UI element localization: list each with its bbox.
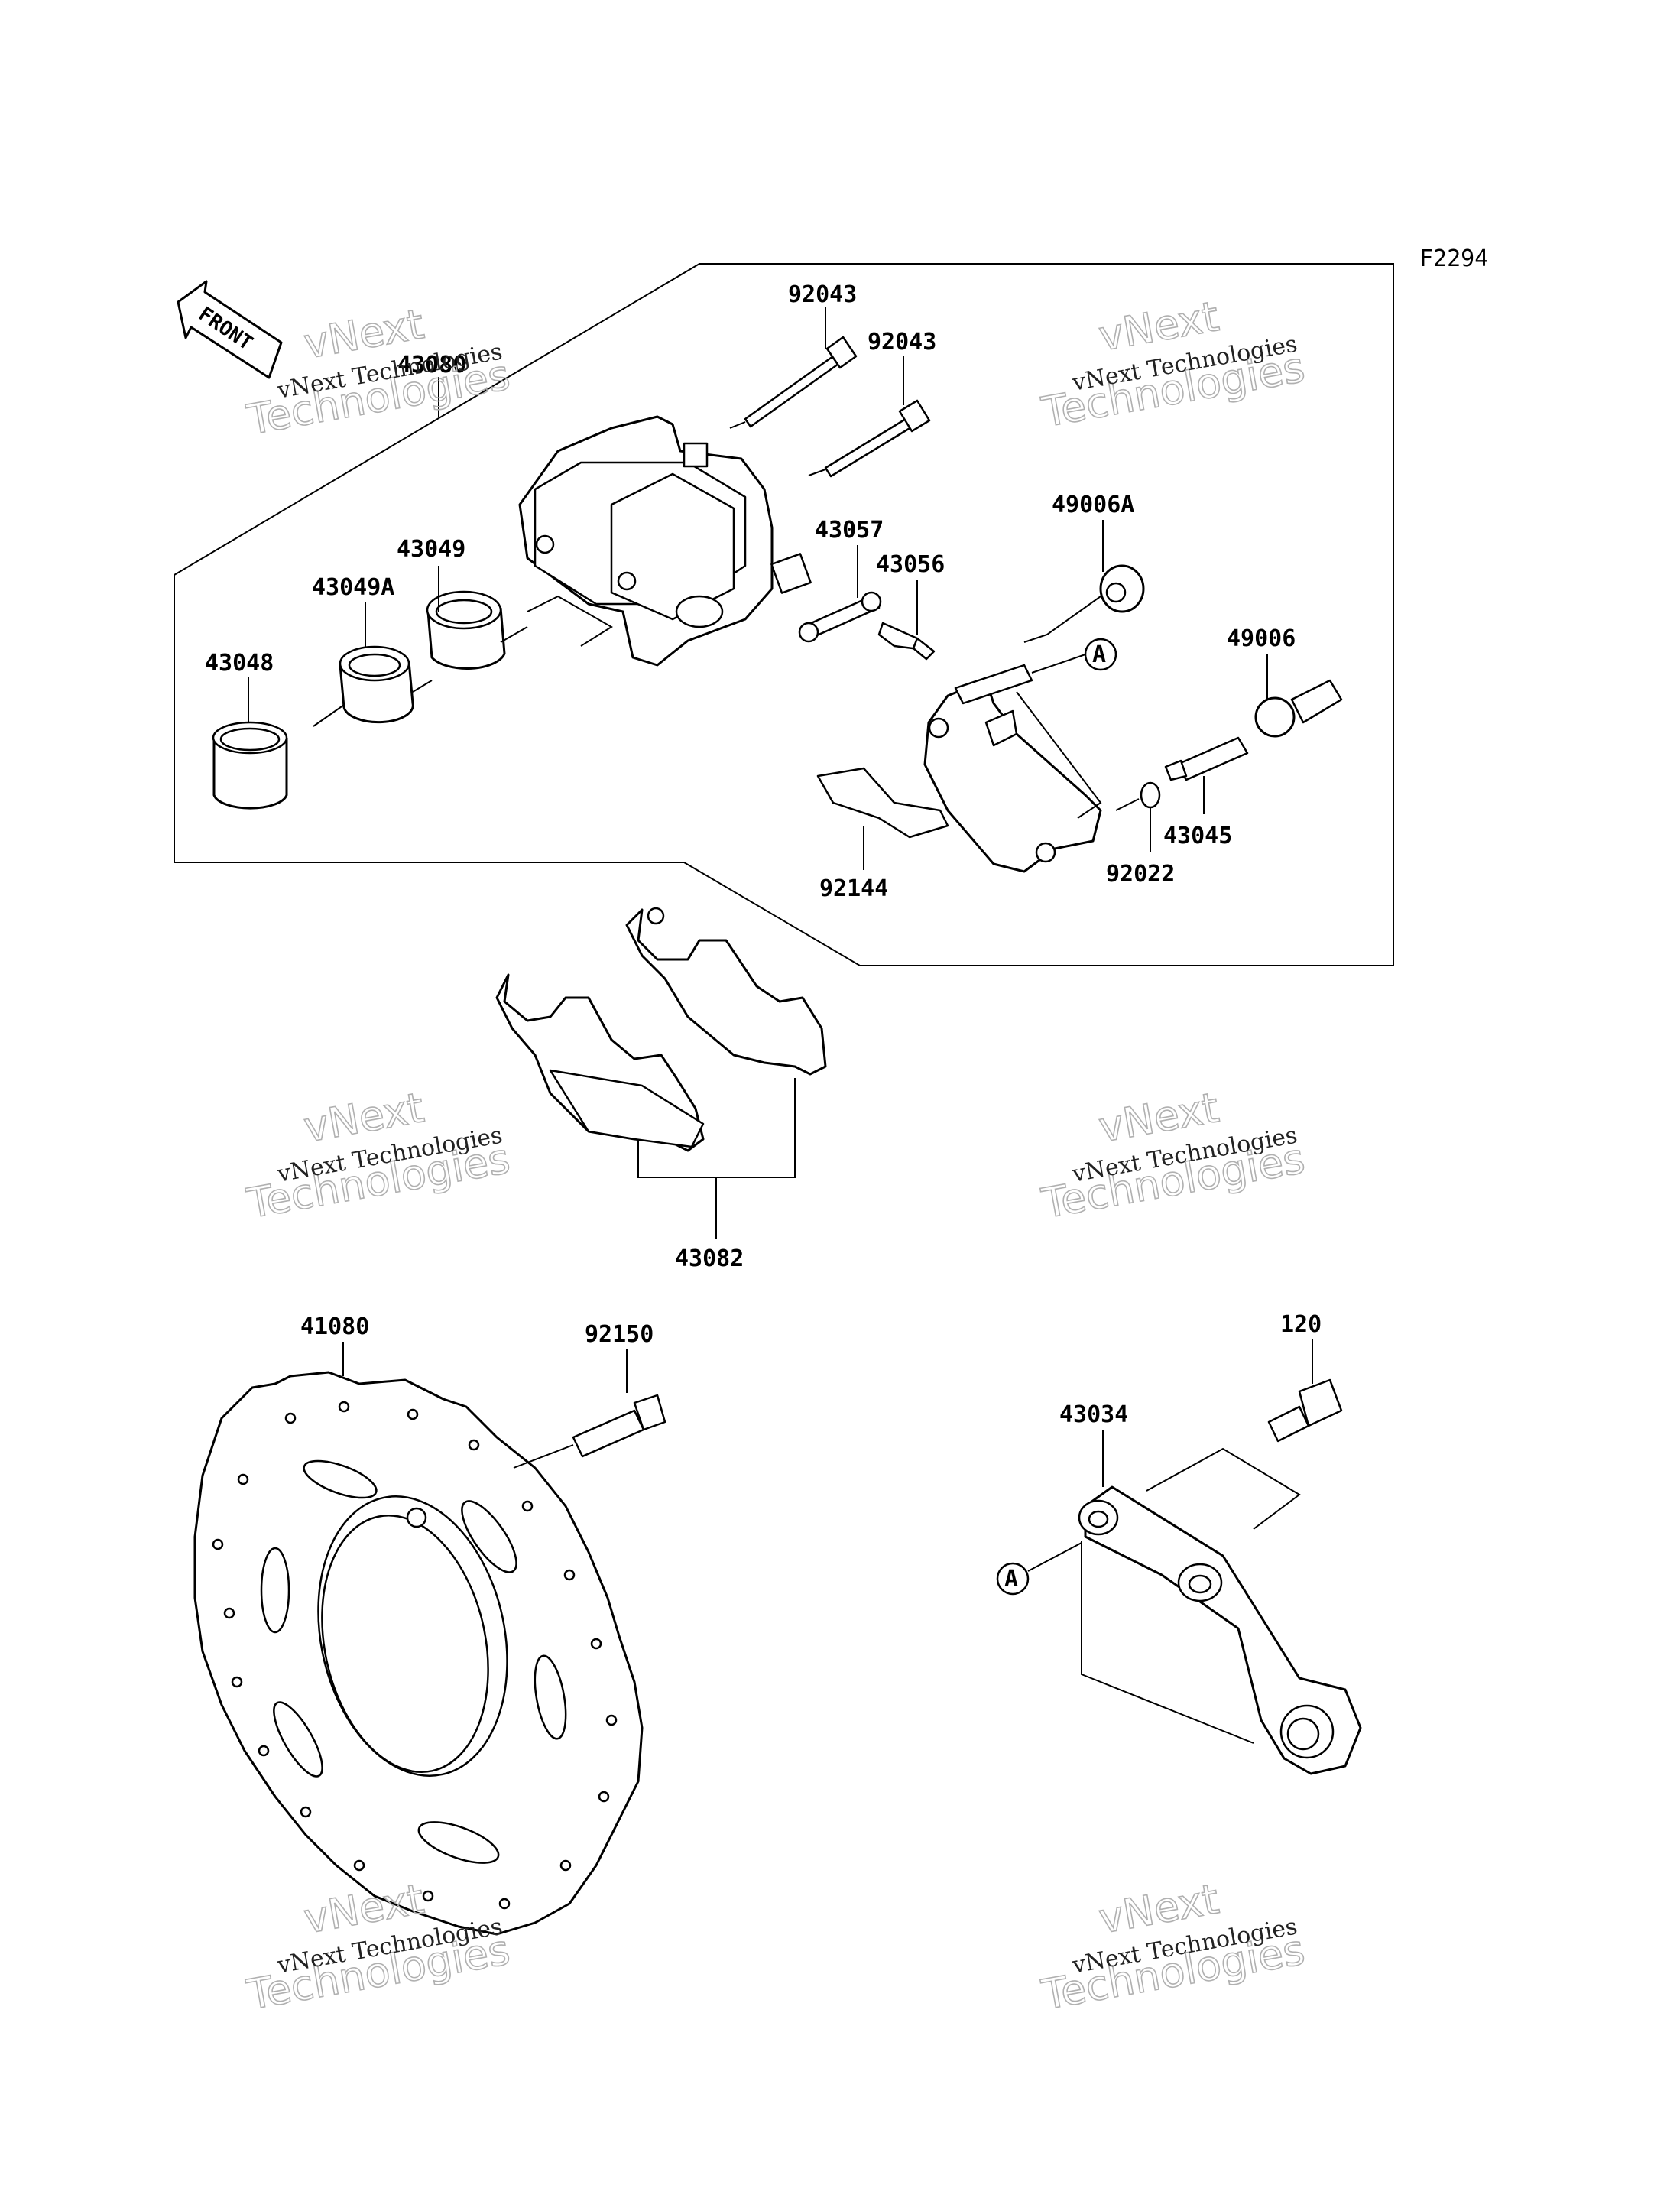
bracket-bolt [1267,1378,1343,1443]
callout-a-circle [1084,638,1117,671]
label-43045: 43045 [1163,823,1232,849]
label-92150: 92150 [585,1321,654,1348]
label-92043-a: 92043 [788,281,857,308]
callout-a-upper: A [1092,641,1106,668]
brake-disc [193,1371,644,1936]
label-43049: 43049 [397,536,465,563]
callout-a-lower-circle [996,1562,1030,1596]
slide-pin-43045 [1164,736,1249,781]
pin-boot [1254,679,1343,738]
slide-pin-2 [824,399,931,478]
slide-pin-1 [744,336,858,428]
label-92022: 92022 [1106,861,1175,888]
label-49006a: 49006A [1052,492,1134,518]
label-43082: 43082 [675,1245,744,1272]
pin-boot-a [1099,564,1145,613]
label-92043-b: 92043 [868,329,936,356]
watermark-2: vNext Technologies vNext Technologies [1037,291,1309,437]
circlip [1140,781,1161,809]
watermark-3: vNext Technologies vNext Technologies [242,1083,514,1229]
label-43080: 43080 [397,352,466,378]
label-43048: 43048 [205,650,274,677]
bleeder-valve [877,622,936,661]
caliper-assembly-boundary [174,263,1394,966]
label-92144: 92144 [819,875,888,902]
piston [212,721,288,810]
brake-pad-front [495,973,705,1152]
caliper-body [518,415,812,667]
disc-mounting-bolt [572,1394,666,1458]
caliper-bracket [923,664,1102,873]
dust-seal [339,645,414,724]
label-41080: 41080 [300,1313,369,1340]
label-49006: 49006 [1227,625,1296,652]
bleeder-cap [798,591,882,643]
diagram-ref: F2294 [1419,245,1488,272]
callout-a-lower: A [1004,1566,1018,1592]
label-43057: 43057 [815,517,884,544]
watermark-1: vNext Technologies vNext Technologies [242,299,514,445]
label-43056: 43056 [876,551,945,578]
watermark-4: vNext Technologies vNext Technologies [1037,1083,1309,1229]
pad-spring [816,767,949,839]
torque-link-bracket [1078,1485,1362,1775]
label-43034: 43034 [1059,1401,1128,1428]
front-arrow-icon: FRONT [177,280,283,379]
watermark-6: vNext Technologies vNext Technologies [1037,1874,1309,2020]
label-43049a: 43049A [312,574,394,601]
piston-seal [426,590,506,670]
brake-pad-rear [625,907,827,1076]
label-120: 120 [1280,1311,1322,1338]
